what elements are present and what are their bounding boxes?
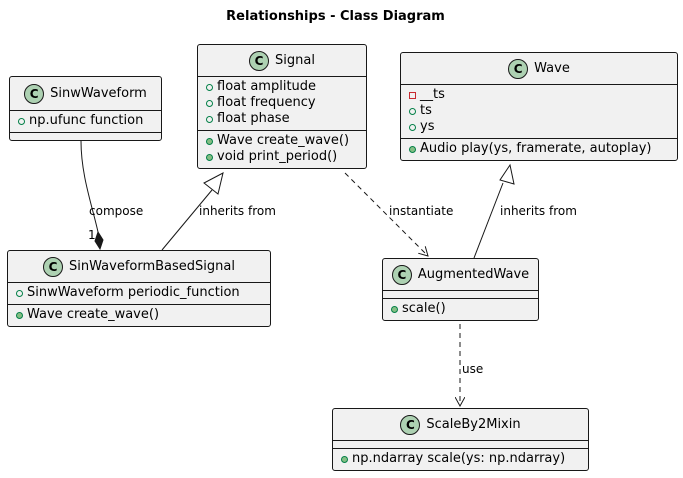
diagram-title: Relationships - Class Diagram [226, 9, 445, 24]
public-method-icon [407, 145, 417, 153]
field-text: SinwWaveform periodic_function [27, 285, 240, 300]
use-label: use [462, 362, 484, 376]
field-text: __ts [420, 87, 445, 102]
class-name: Signal [275, 53, 315, 68]
field-text: np.ufunc function [29, 113, 144, 128]
class-wave[interactable]: C Wave __ts ts ys Audio play(ys, framera… [400, 52, 678, 161]
compose-label: compose [89, 204, 144, 218]
class-sinwaveformbasedsignal[interactable]: C SinWaveformBasedSignal SinwWaveform pe… [7, 250, 271, 327]
class-header: C Wave [401, 53, 677, 84]
field-row: SinwWaveform periodic_function [8, 285, 270, 301]
public-method-icon [389, 305, 399, 313]
public-method-icon [204, 153, 214, 161]
class-header: C AugmentedWave [383, 259, 538, 290]
inherit-signal-triangle [203, 172, 224, 195]
method-row: Wave create_wave() [198, 133, 366, 149]
class-name: SinWaveformBasedSignal [69, 259, 235, 274]
class-spot-icon: C [508, 58, 529, 79]
field-text: float phase [217, 111, 290, 126]
method-text: void print_period() [217, 149, 338, 164]
class-signal[interactable]: C Signal float amplitude float frequency… [197, 44, 367, 169]
public-method-icon [339, 455, 349, 463]
field-row: ts [401, 103, 677, 119]
public-field-icon [204, 115, 214, 123]
method-row: scale() [383, 301, 538, 317]
private-field-icon [407, 91, 417, 99]
class-scaleby2mixin[interactable]: C ScaleBy2Mixin np.ndarray scale(ys: np.… [332, 408, 589, 471]
field-row: np.ufunc function [10, 113, 161, 129]
class-name: ScaleBy2Mixin [426, 417, 521, 432]
public-field-icon [204, 99, 214, 107]
inherits-wave-label: inherits from [500, 204, 577, 218]
fields-section: float amplitude float frequency float ph… [198, 76, 366, 130]
methods-section: Wave create_wave() void print_period() [198, 130, 366, 168]
field-row: float amplitude [198, 79, 366, 95]
compose-edge [80, 140, 99, 233]
composition-diamond [94, 230, 104, 251]
class-spot-icon: C [400, 414, 421, 435]
methods-section: scale() [383, 298, 538, 320]
methods-section: Wave create_wave() [8, 304, 270, 326]
methods-section: np.ndarray scale(ys: np.ndarray) [333, 448, 588, 470]
methods-section: Audio play(ys, framerate, autoplay) [401, 138, 677, 160]
class-name: SinwWaveform [50, 86, 147, 101]
public-field-icon [204, 83, 214, 91]
method-text: Wave create_wave() [27, 307, 160, 322]
inherits-signal-label: inherits from [199, 204, 276, 218]
method-row: Wave create_wave() [8, 307, 270, 323]
method-row: np.ndarray scale(ys: np.ndarray) [333, 451, 588, 467]
class-spot-icon: C [24, 83, 45, 104]
fields-section: SinwWaveform periodic_function [8, 282, 270, 304]
method-row: void print_period() [198, 149, 366, 165]
public-field-icon [14, 289, 24, 297]
class-spot-icon: C [391, 264, 412, 285]
fields-section: __ts ts ys [401, 84, 677, 138]
method-text: np.ndarray scale(ys: np.ndarray) [352, 451, 566, 466]
fields-section [383, 290, 538, 298]
methods-section [10, 132, 161, 140]
inherit-wave-edge [473, 182, 504, 259]
class-sinwaveform[interactable]: C SinwWaveform np.ufunc function [9, 76, 162, 141]
method-text: scale() [402, 301, 446, 316]
public-method-icon [14, 311, 24, 319]
class-name: AugmentedWave [417, 267, 530, 282]
field-text: ys [420, 119, 435, 134]
field-row: float frequency [198, 95, 366, 111]
field-row: float phase [198, 111, 366, 127]
public-field-icon [407, 107, 417, 115]
field-text: float frequency [217, 95, 316, 110]
field-text: ts [420, 103, 432, 118]
instantiate-edge [344, 172, 428, 256]
class-header: C SinwWaveform [10, 77, 161, 110]
class-augmentedwave[interactable]: C AugmentedWave scale() [382, 258, 539, 321]
compose-multiplicity: 1 [88, 228, 96, 242]
field-row: __ts [401, 87, 677, 103]
class-header: C SinWaveformBasedSignal [8, 251, 270, 282]
method-text: Audio play(ys, framerate, autoplay) [420, 141, 652, 156]
class-header: C Signal [198, 45, 366, 76]
inherit-wave-triangle [499, 163, 515, 185]
fields-section: np.ufunc function [10, 110, 161, 132]
field-row: ys [401, 119, 677, 135]
instantiate-label: instantiate [389, 204, 454, 218]
fields-section [333, 440, 588, 448]
class-spot-icon: C [249, 50, 270, 71]
method-text: Wave create_wave() [217, 133, 350, 148]
class-name: Wave [534, 61, 570, 76]
class-spot-icon: C [43, 256, 64, 277]
public-method-icon [204, 137, 214, 145]
method-row: Audio play(ys, framerate, autoplay) [401, 141, 677, 157]
inherit-signal-edge [161, 189, 213, 251]
field-text: float amplitude [217, 79, 317, 94]
public-field-icon [407, 123, 417, 131]
public-field-icon [16, 117, 26, 125]
class-header: C ScaleBy2Mixin [333, 409, 588, 440]
